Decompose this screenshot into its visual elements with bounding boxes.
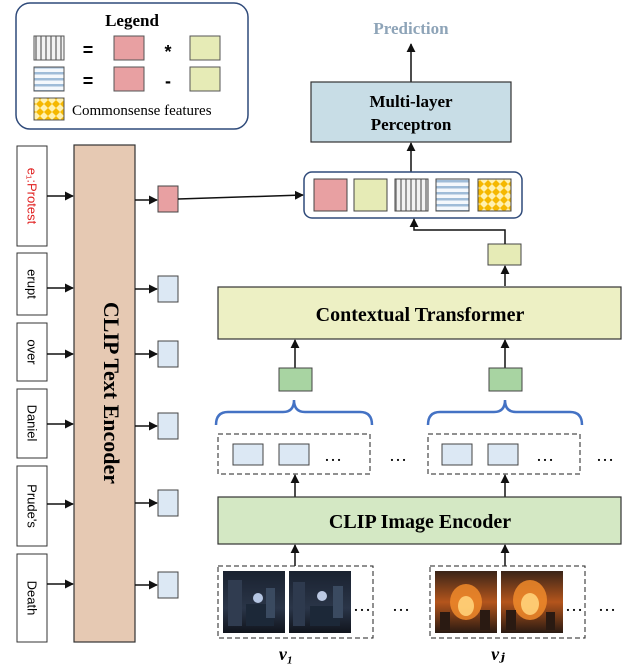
ellipsis-text: … [598,595,616,615]
legend: Legend = * = - Commonsense features [15,2,249,130]
token-over: over [16,322,48,382]
mlp-box [310,81,512,143]
token-event: e₁:Protest [16,145,48,247]
video1-frame-image [223,571,285,633]
ellipsis-text: … [392,595,410,615]
legend-eq2-equals: = [83,71,94,91]
legend-eq1-operator: * [164,42,171,62]
token-text: Daniel [25,405,40,442]
feature-difference [435,178,470,212]
legend-pink-swatch-2 [113,66,145,92]
token-embedding [157,489,179,517]
token-prudes: Prude's [16,465,48,547]
transformer-output-feature [487,243,522,266]
frame-feature [441,443,473,466]
feature-text-embedding [313,178,348,212]
video1-frame-features: … [217,433,371,475]
contextual-transformer-label: Contextual Transformer [316,304,525,326]
video2-frame-image [501,571,563,633]
video2-brace [426,399,584,426]
token-text: Death [25,581,40,616]
ellipsis-text: … [536,445,554,465]
token-erupt: erupt [16,252,48,316]
clip-image-encoder-box [217,496,622,545]
token-embedding [157,340,179,368]
video2-pooled-feature [488,367,523,392]
event-token-text: e₁:Protest [25,168,40,225]
video1-brace [214,399,374,426]
event-embedding [157,185,179,213]
token-death: Death [16,553,48,643]
feature-commonsense [477,178,512,212]
video2-frames: … [429,565,586,639]
token-text: over [25,339,40,365]
ellipsis-text: … [389,445,407,465]
fused-feature-vector [303,171,523,219]
event-embedding-to-features-arrow [177,190,304,200]
ellipsis-text: … [324,445,342,465]
clip-text-encoder-box [73,144,136,643]
legend-title: Legend [105,11,159,30]
ellipsis-text: … [565,595,583,615]
legend-yellow-swatch-1 [189,35,221,61]
token-text: Prude's [25,484,40,528]
clip-image-encoder-label: CLIP Image Encoder [329,511,511,533]
mlp-label-line2: Perceptron [371,115,452,134]
legend-vertical-stripe-swatch [33,35,65,61]
pooled-to-features-arrow [409,218,506,244]
legend-eq1-equals: = [83,40,94,60]
contextual-transformer-box [217,286,622,340]
token-text: erupt [25,269,40,299]
legend-yellow-swatch-2 [189,66,221,92]
token-embedding [157,571,179,599]
mlp-label-line1: Multi-layer [369,92,453,111]
frame-feature [487,443,519,466]
token-embedding [157,275,179,303]
frame-feature [278,443,310,466]
token-daniel: Daniel [16,388,48,459]
token-embedding [157,412,179,440]
video1-frame-image [289,571,351,633]
feature-product [394,178,429,212]
feature-video-embedding [353,178,388,212]
video2-frame-features: … [427,433,581,475]
legend-eq2-operator: - [165,71,171,91]
video1-pooled-feature [278,367,313,392]
prediction-label: Prediction [373,19,449,38]
video1-frames: … [217,565,374,639]
video2-frame-image [435,571,497,633]
video2-label: vⱼ [491,644,505,664]
frame-feature [232,443,264,466]
video1-label: v₁ [279,644,293,664]
clip-text-encoder-label: CLIP Text Encoder [99,302,124,484]
ellipsis-text: … [353,595,371,615]
legend-horizontal-stripe-swatch [33,66,65,92]
legend-commonsense-label: Commonsense features [72,103,212,119]
ellipsis-text: … [596,445,614,465]
legend-pink-swatch-1 [113,35,145,61]
legend-checker-swatch [33,97,65,121]
